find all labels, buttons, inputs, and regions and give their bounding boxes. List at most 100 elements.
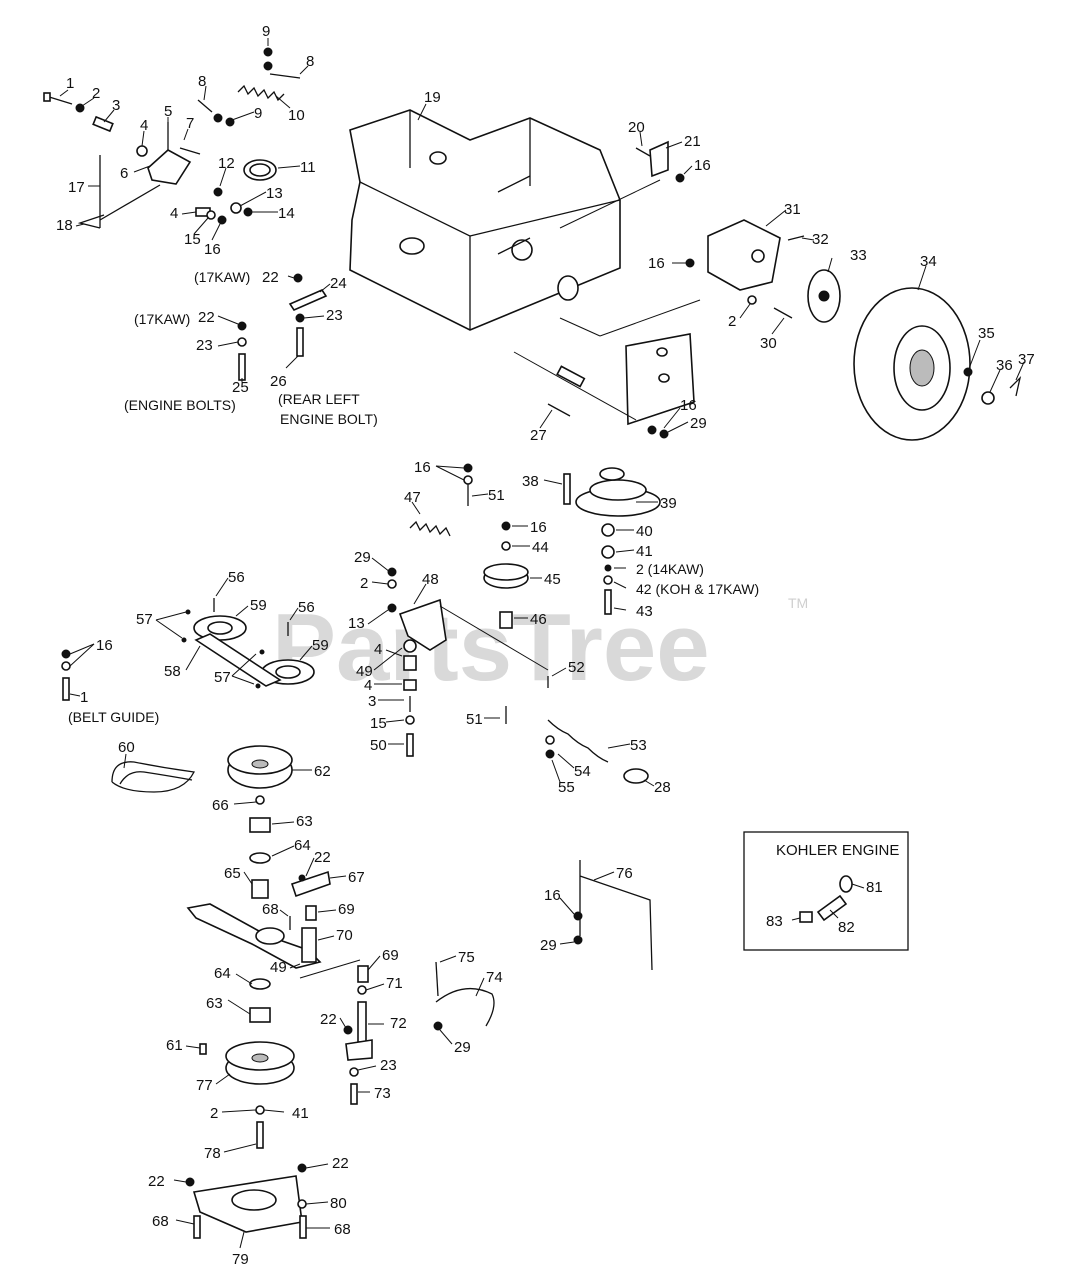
callout-25: 25 <box>232 379 249 396</box>
callout-79: 79 <box>232 1251 249 1268</box>
callout-2c: 2 <box>360 575 368 592</box>
watermark-trademark: TM <box>788 595 808 611</box>
bearing-63b <box>249 1007 271 1023</box>
kohler-engine-box: KOHLER ENGINE <box>743 831 909 951</box>
callout-47: 47 <box>404 489 421 506</box>
callout-29b: 29 <box>354 549 371 566</box>
callout-3: 3 <box>112 97 120 114</box>
note-rear-left-1: (REAR LEFT <box>278 391 360 407</box>
cap-36 <box>981 391 995 405</box>
bolt-8a <box>269 73 301 79</box>
callout-37: 37 <box>1018 351 1035 368</box>
callout-35: 35 <box>978 325 995 342</box>
callout-56b: 56 <box>298 599 315 616</box>
callout-19: 19 <box>424 89 441 106</box>
nut-16a <box>217 215 227 225</box>
frame-19 <box>349 109 701 337</box>
bolt-8b <box>197 99 213 113</box>
leader-lines <box>59 38 1025 1249</box>
callout-62: 62 <box>314 763 331 780</box>
callout-3b: 3 <box>368 693 376 710</box>
callout-31: 31 <box>784 201 801 218</box>
bolt-1 <box>43 92 51 102</box>
callout-78: 78 <box>204 1145 221 1162</box>
washer-2b <box>747 295 757 305</box>
callout-12: 12 <box>218 155 235 172</box>
callout-73: 73 <box>374 1085 391 1102</box>
callout-4b: 4 <box>170 205 178 222</box>
callout-50: 50 <box>370 737 387 754</box>
callout-49a: 49 <box>356 663 373 680</box>
callout-22a: 22 <box>262 269 279 286</box>
callout-69b: 69 <box>382 947 399 964</box>
bracket-21 <box>649 140 669 178</box>
callout-64a: 64 <box>294 837 311 854</box>
callout-22e: 22 <box>148 1173 165 1190</box>
callout-23a: 23 <box>326 307 343 324</box>
screw-20 <box>635 147 651 157</box>
bracket-6 <box>147 149 192 185</box>
callout-28: 28 <box>654 779 671 796</box>
callout-72: 72 <box>390 1015 407 1032</box>
callout-34: 34 <box>920 253 937 270</box>
callout-58: 58 <box>164 663 181 680</box>
bushing-69a <box>305 905 317 921</box>
callout-16e: 16 <box>414 459 431 476</box>
callout-48: 48 <box>422 571 439 588</box>
callout-16h: 16 <box>544 887 561 904</box>
callout-16b: 16 <box>694 157 711 174</box>
rod-76 <box>579 860 653 971</box>
bolt-43 <box>604 589 612 615</box>
callout-71: 71 <box>386 975 403 992</box>
bolt-32 <box>787 235 805 241</box>
callout-53: 53 <box>630 737 647 754</box>
ring-64b <box>249 978 271 990</box>
callout-46: 46 <box>530 611 547 628</box>
washer-41 <box>601 545 615 559</box>
callout-17: 17 <box>68 179 85 196</box>
callout-68a: 68 <box>262 901 279 918</box>
callout-57b: 57 <box>214 669 231 686</box>
callout-15b: 15 <box>370 715 387 732</box>
washer-12 <box>213 187 223 197</box>
bolt-78 <box>256 1121 264 1149</box>
callout-68b: 68 <box>152 1213 169 1230</box>
nut-9a <box>263 47 273 57</box>
callout-68c: 68 <box>334 1221 351 1238</box>
callout-29d: 29 <box>540 937 557 954</box>
callout-18: 18 <box>56 217 73 234</box>
bolt-75 <box>435 961 439 997</box>
callout-41b: 41 <box>292 1105 309 1122</box>
rod-17 <box>77 214 105 229</box>
callout-36: 36 <box>996 357 1013 374</box>
callout-70: 70 <box>336 927 353 944</box>
sleeve-70 <box>301 927 317 963</box>
deck-drive <box>111 745 653 1239</box>
callout-13: 13 <box>266 185 283 202</box>
callout-55: 55 <box>558 779 575 796</box>
bearing-63a <box>249 817 271 833</box>
key-61 <box>199 1043 207 1055</box>
callout-49b: 49 <box>270 959 287 976</box>
callout-66: 66 <box>212 797 229 814</box>
callout-63b: 63 <box>206 995 223 1012</box>
callout-22d: 22 <box>320 1011 337 1028</box>
bolt-1b <box>62 677 70 701</box>
strap-74 <box>435 987 495 1027</box>
spacer-24 <box>288 288 328 312</box>
note-engine-bolts: (ENGINE BOLTS) <box>124 397 236 413</box>
callout-5: 5 <box>164 103 172 120</box>
callout-41a: 41 <box>636 543 653 560</box>
bracket-31 <box>707 219 781 291</box>
bolt-26 <box>296 327 304 357</box>
nut-14 <box>243 207 253 217</box>
callout-27: 27 <box>530 427 547 444</box>
callout-9b: 9 <box>254 105 262 122</box>
pin-37 <box>1009 375 1022 397</box>
callout-8b: 8 <box>306 53 314 70</box>
washer-15 <box>206 210 216 220</box>
callout-11: 11 <box>300 159 316 176</box>
bolt-68c <box>299 1215 307 1239</box>
callout-22f: 22 <box>332 1155 349 1172</box>
callout-44: 44 <box>532 539 549 556</box>
